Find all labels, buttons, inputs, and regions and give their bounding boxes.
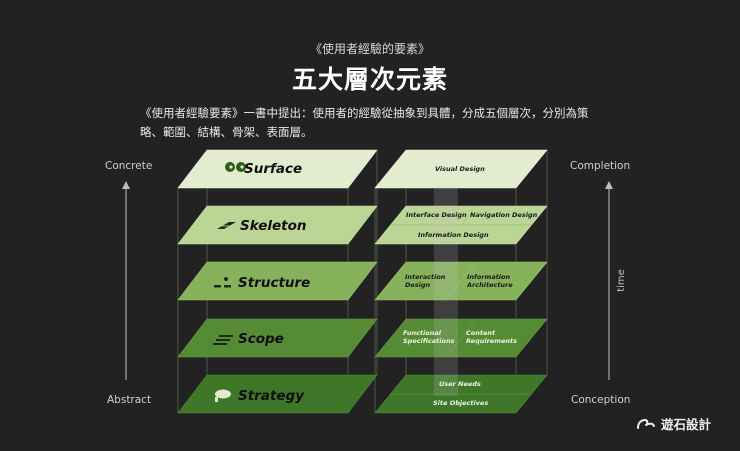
structure-icon — [214, 277, 231, 288]
right-layer-1 — [374, 149, 548, 189]
page-description: 《使用者經驗要素》一書中提出：使用者的經驗從抽象到具體，分成五個層次，分別為策略… — [140, 106, 589, 139]
left-layer-structure — [177, 261, 378, 301]
information-design-label: Information Design — [418, 231, 489, 239]
user-needs-label: User Needs — [439, 380, 481, 388]
layer-label-surface: Surface — [244, 161, 302, 177]
skeleton-icon — [217, 222, 236, 229]
left-layer-scope — [177, 318, 378, 358]
scope-icon — [213, 335, 233, 345]
layer-label-structure: Structure — [238, 275, 310, 291]
right-layer-4 — [374, 318, 548, 358]
brand-name: 遊石設計 — [661, 417, 712, 432]
page-title: 五大層次元素 — [291, 65, 448, 94]
page-subtitle: 《使用者經驗的要素》 — [309, 42, 430, 56]
right-layer-3 — [374, 261, 548, 301]
time-column — [434, 186, 458, 396]
interface-design-label: Interface Design — [406, 211, 467, 219]
concrete-label: Concrete — [105, 160, 153, 172]
brand: 遊石設計 — [636, 414, 711, 433]
ys-logo-icon — [637, 418, 655, 429]
site-objectives-label: Site Objectives — [433, 399, 488, 407]
left-layer-strategy — [177, 374, 378, 414]
layer-label-skeleton: Skeleton — [240, 218, 307, 234]
layer-label-scope: Scope — [238, 331, 284, 347]
completion-label: Completion — [570, 160, 631, 172]
right-layer-5 — [374, 374, 548, 414]
abstract-label: Abstract — [107, 394, 152, 406]
conception-label: Conception — [571, 394, 631, 406]
right-layer-2 — [374, 205, 548, 245]
layer-label-strategy: Strategy — [238, 388, 305, 404]
eyes-icon — [225, 162, 246, 172]
navigation-design-label: Navigation Design — [470, 211, 538, 219]
strategy-icon — [215, 389, 231, 402]
left-layer-skeleton — [177, 205, 378, 245]
visual-design-label: Visual Design — [435, 165, 485, 173]
left-layer-surface — [177, 149, 378, 189]
